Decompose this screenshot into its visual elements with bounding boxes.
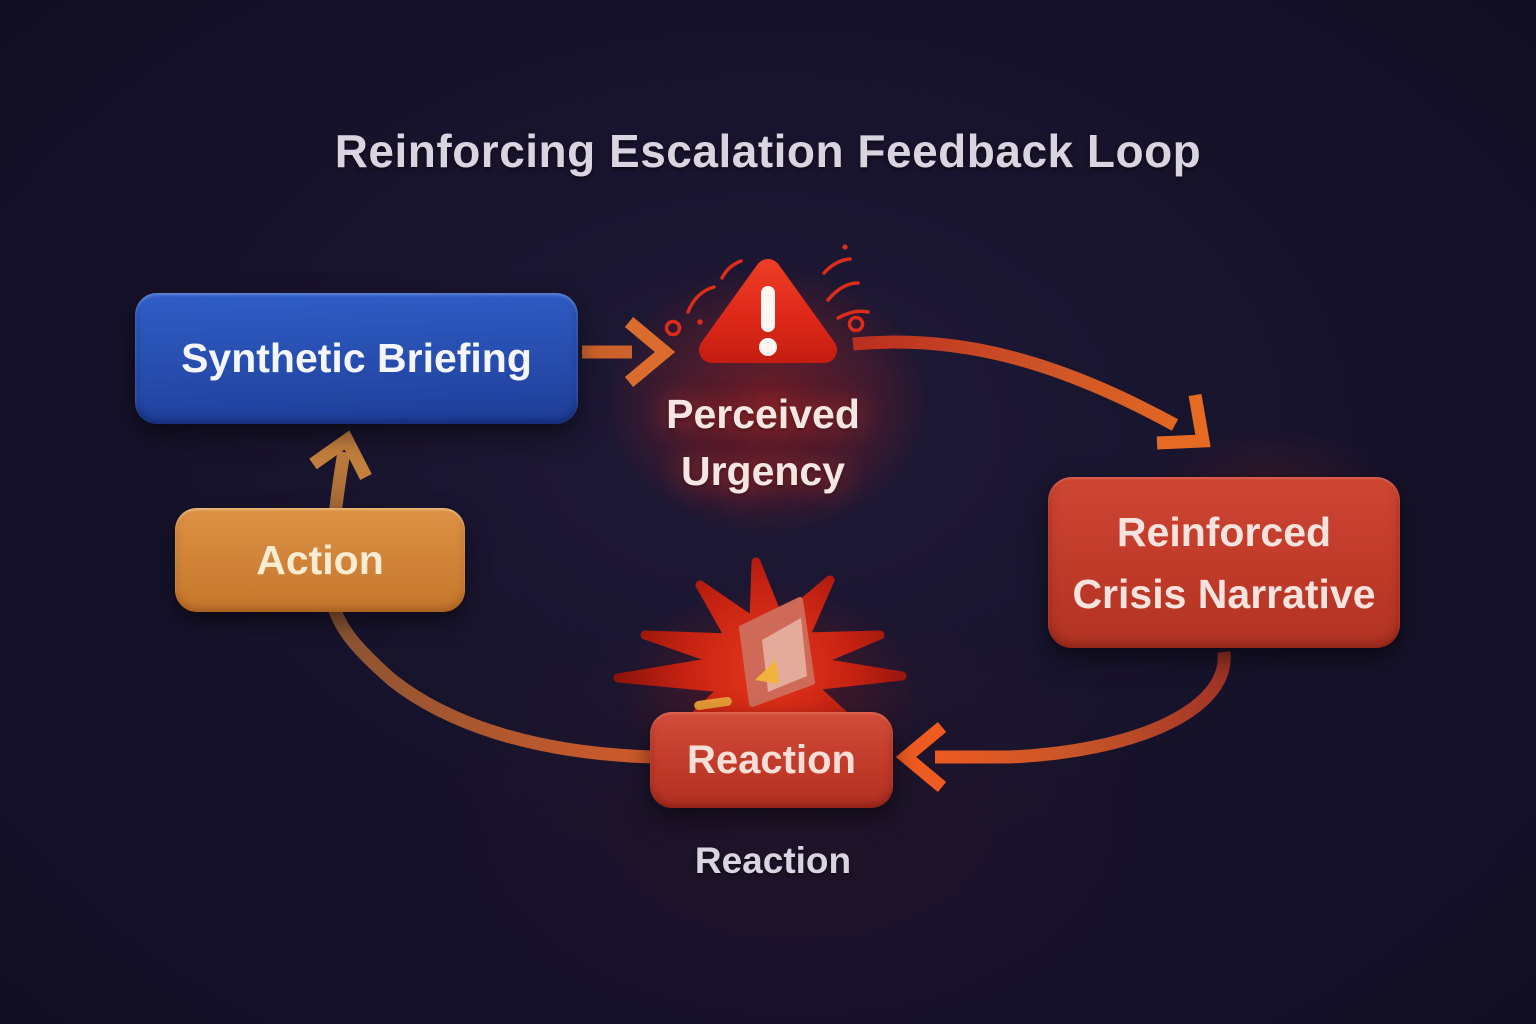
arrow-crisis-to-reaction: [895, 651, 1231, 792]
node-reinforced-crisis-narrative: Reinforced Crisis Narrative: [1048, 477, 1400, 648]
perceived-urgency-line2: Urgency: [680, 448, 846, 494]
node-synthetic-briefing: Synthetic Briefing: [135, 293, 578, 424]
node-perceived-urgency-label: Perceived Urgency: [593, 386, 933, 500]
node-synthetic-briefing-label: Synthetic Briefing: [181, 335, 532, 381]
megaphone-icon: [694, 597, 815, 711]
node-action-label: Action: [256, 536, 384, 583]
perceived-urgency-line1: Perceived: [666, 391, 860, 437]
node-action: Action: [175, 508, 465, 612]
reaction-caption: Reaction: [694, 840, 852, 881]
warning-triangle-icon: [664, 244, 870, 363]
exclamation-mark: [759, 286, 777, 356]
node-reaction-label: Reaction: [687, 737, 856, 782]
spark-decorations: [664, 244, 870, 337]
node-reaction: Reaction: [650, 712, 893, 808]
arrow-reaction-to-action: [326, 602, 653, 764]
diagram-title: Reinforcing Escalation Feedback Loop: [334, 125, 1202, 177]
arrow-urgency-to-crisis: [852, 335, 1211, 450]
crisis-line1: Reinforced: [1116, 508, 1332, 555]
arrow-briefing-to-urgency: [582, 317, 676, 387]
explosion-splat-icon: [613, 557, 907, 735]
crisis-line2: Crisis Narrative: [1072, 570, 1376, 617]
